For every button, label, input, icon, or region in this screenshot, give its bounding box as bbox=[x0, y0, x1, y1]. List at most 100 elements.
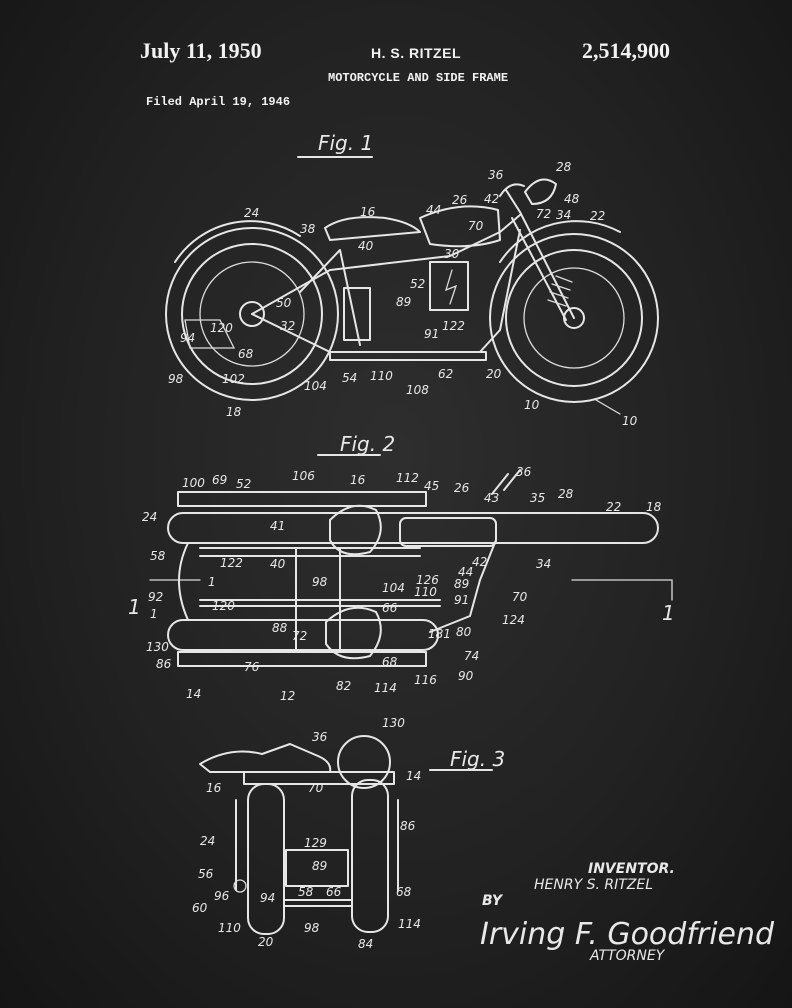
ref-numeral: 110 bbox=[218, 921, 241, 935]
ref-numeral: 88 bbox=[272, 621, 288, 635]
ref-numeral: 84 bbox=[358, 937, 373, 951]
ref-numeral: 56 bbox=[198, 867, 214, 881]
ref-numeral: 44 bbox=[458, 565, 473, 579]
attorney-heading: ATTORNEY bbox=[589, 948, 666, 964]
ref-numeral: 120 bbox=[210, 321, 233, 335]
ref-numeral: 24 bbox=[244, 206, 259, 220]
ref-numeral: 72 bbox=[536, 207, 551, 221]
ref-numeral: 10 bbox=[622, 414, 638, 428]
fuel-tank-top bbox=[399, 517, 497, 547]
ref-numeral: 94 bbox=[180, 331, 195, 345]
ref-numeral: 98 bbox=[304, 921, 320, 935]
section-lines bbox=[149, 579, 673, 601]
ref-numeral: 42 bbox=[484, 192, 499, 206]
ref-numeral: 181 bbox=[428, 627, 451, 641]
ref-numeral: 86 bbox=[156, 657, 172, 671]
ref-numeral: 60 bbox=[192, 901, 208, 915]
ref-numeral: 108 bbox=[406, 383, 429, 397]
rear-tire-inner bbox=[181, 243, 323, 385]
ref-numeral: 110 bbox=[370, 369, 393, 383]
ref-numeral: 102 bbox=[222, 372, 245, 386]
ref-numeral: 24 bbox=[142, 510, 157, 524]
ref-numeral: 122 bbox=[442, 319, 465, 333]
rear-hub bbox=[239, 301, 265, 327]
figure-1-label: Fig. 1 bbox=[318, 131, 373, 155]
patent-title: MOTORCYCLE AND SIDE FRAME bbox=[328, 71, 509, 85]
ref-numeral: 14 bbox=[406, 769, 421, 783]
figure-2-label: Fig. 2 bbox=[340, 432, 395, 456]
ref-numeral: 106 bbox=[292, 469, 315, 483]
ref-numeral: 52 bbox=[236, 477, 251, 491]
ref-numeral: 80 bbox=[456, 625, 472, 639]
frame-top-rail bbox=[251, 214, 521, 315]
ref-numeral: 16 bbox=[350, 473, 366, 487]
by-label: BY bbox=[482, 893, 504, 909]
ref-numeral: 70 bbox=[308, 781, 324, 795]
ref-numeral: 34 bbox=[556, 208, 571, 222]
ref-numeral: 114 bbox=[398, 917, 421, 931]
ref-numeral: 14 bbox=[186, 687, 201, 701]
ref-numeral: 16 bbox=[206, 781, 222, 795]
ref-numeral: 66 bbox=[382, 601, 398, 615]
handlebar bbox=[499, 183, 525, 213]
ref-numeral: 112 bbox=[396, 471, 419, 485]
handlebar-top bbox=[491, 469, 521, 495]
ref-numeral: 92 bbox=[148, 590, 163, 604]
rear-stand bbox=[184, 319, 236, 349]
ref-numeral: 28 bbox=[556, 160, 572, 174]
sidecar-wheel-top bbox=[167, 619, 439, 651]
fork-spring bbox=[547, 275, 573, 307]
ref-numeral: 130 bbox=[382, 716, 405, 730]
pivot-56 bbox=[233, 879, 247, 893]
ref-numeral: 70 bbox=[468, 219, 484, 233]
ref-numeral: 16 bbox=[360, 205, 376, 219]
ref-numeral: 40 bbox=[358, 239, 374, 253]
side-struts bbox=[235, 799, 399, 891]
ref-numeral: 40 bbox=[270, 557, 286, 571]
ref-numeral: 18 bbox=[226, 405, 242, 419]
front-fender bbox=[499, 220, 621, 263]
ref-numeral: 89 bbox=[312, 859, 327, 873]
ref-numeral: 1 bbox=[208, 575, 216, 589]
ref-numeral: 45 bbox=[424, 479, 439, 493]
ref-numeral: 91 bbox=[424, 327, 439, 341]
frame-seat-stays bbox=[299, 249, 361, 346]
rear-tire-outer bbox=[165, 227, 339, 401]
cross-frame-rear bbox=[243, 771, 395, 785]
ref-numeral: 32 bbox=[280, 319, 295, 333]
ref-numeral: 62 bbox=[438, 367, 453, 381]
fuel-tank bbox=[419, 205, 501, 248]
lower-frame-rear bbox=[283, 899, 353, 907]
attorney-signature: Irving F. Goodfriend bbox=[480, 917, 775, 952]
ref-numeral: 120 bbox=[212, 599, 235, 613]
ref-numeral: 35 bbox=[530, 491, 545, 505]
ref-numeral: 130 bbox=[146, 640, 169, 654]
engine-zigzag bbox=[444, 269, 458, 305]
rear-fender bbox=[174, 220, 301, 263]
ref-numeral: 10 bbox=[524, 398, 540, 412]
ref-numeral: 104 bbox=[304, 379, 327, 393]
ref-numeral: 66 bbox=[326, 885, 342, 899]
figure-3-rear-view: Fig. 3 36 130 16 70 14 24 129 86 89 56 9… bbox=[192, 716, 505, 951]
figure-2-top-view: Fig. 2 1 1 100 69 52 106 16 112 45 26 bbox=[128, 432, 675, 703]
ref-numeral: 1 bbox=[150, 607, 158, 621]
ref-numeral: 110 bbox=[414, 585, 437, 599]
front-fork bbox=[519, 211, 575, 319]
ref-numeral: 52 bbox=[410, 277, 425, 291]
frame-plate-top bbox=[177, 491, 427, 507]
patent-date: July 11, 1950 bbox=[140, 38, 262, 63]
ref-numeral: 30 bbox=[444, 247, 460, 261]
figure-3-label: Fig. 3 bbox=[450, 747, 505, 771]
motorcycle-top-body bbox=[167, 512, 659, 544]
handlebar-rear bbox=[199, 743, 332, 773]
ref-numeral: 18 bbox=[646, 500, 662, 514]
ref-numeral: 74 bbox=[464, 649, 479, 663]
ref-numeral: 82 bbox=[336, 679, 351, 693]
saddle bbox=[324, 216, 421, 241]
figure-1-side-view: Fig. 1 bbox=[165, 131, 659, 428]
ref-numeral: 68 bbox=[396, 885, 412, 899]
ref-numeral: 126 bbox=[416, 573, 439, 587]
ref-numeral: 12 bbox=[280, 689, 295, 703]
